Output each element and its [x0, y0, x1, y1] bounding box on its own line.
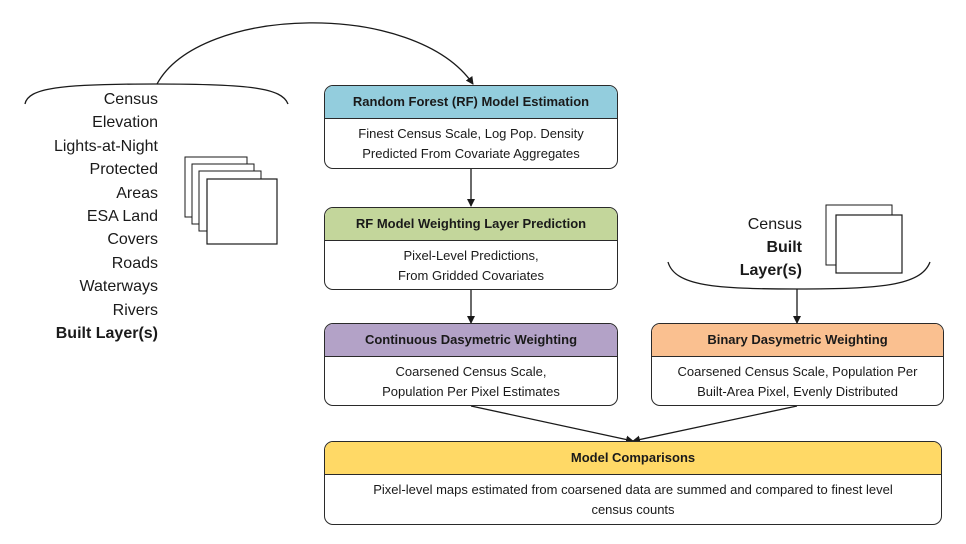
input-item: Lights-at-Night: [53, 137, 158, 155]
input-item-built-layers: Built Layer(s): [55, 325, 158, 343]
rf-estimation-line1: Finest Census Scale, Log Pop. Density: [358, 126, 584, 141]
input-item: ESA Land: [86, 208, 158, 226]
continuous-dasymetric-title: Continuous Dasymetric Weighting: [325, 324, 617, 357]
rf-weighting-line1: Pixel-Level Predictions,: [403, 248, 539, 263]
rf-estimation-title: Random Forest (RF) Model Estimation: [325, 86, 617, 119]
census-built-layers-label: Census Built Layer(s): [720, 213, 802, 282]
model-comparisons-line1: Pixel-level maps estimated from coarsene…: [373, 482, 893, 497]
rf-weighting-title: RF Model Weighting Layer Prediction: [325, 208, 617, 241]
rf-weighting-line2: From Gridded Covariates: [398, 268, 544, 283]
continuous-dasymetric-box: Continuous Dasymetric Weighting Coarsene…: [324, 323, 618, 406]
binary-dasymetric-line1: Coarsened Census Scale, Population Per: [677, 364, 918, 379]
layers-icon-left: [184, 156, 278, 245]
input-item: Protected: [89, 161, 158, 179]
binary-dasymetric-title: Binary Dasymetric Weighting: [652, 324, 943, 357]
model-comparisons-title: Model Comparisons: [325, 442, 941, 475]
input-item: Rivers: [112, 301, 158, 319]
arc-arrow-to-rf-estimation: [156, 22, 474, 85]
binary-dasymetric-line2: Built-Area Pixel, Evenly Distributed: [697, 384, 898, 399]
rf-weighting-box: RF Model Weighting Layer Prediction Pixe…: [324, 207, 618, 290]
binary-dasymetric-box: Binary Dasymetric Weighting Coarsened Ce…: [651, 323, 944, 406]
input-item: Elevation: [92, 114, 158, 132]
arrow-continuous-to-comparisons: [470, 405, 634, 444]
rf-estimation-box: Random Forest (RF) Model Estimation Fine…: [324, 85, 618, 169]
model-comparisons-line2: census counts: [591, 502, 675, 517]
input-item: Roads: [111, 254, 158, 272]
rf-estimation-line2: Predicted From Covariate Aggregates: [362, 146, 580, 161]
arrow-binary-to-comparisons: [632, 405, 798, 444]
input-item: Waterways: [79, 278, 158, 296]
continuous-dasymetric-line1: Coarsened Census Scale,: [395, 364, 547, 379]
census-label: Census: [747, 216, 802, 233]
model-comparisons-box: Model Comparisons Pixel-level maps estim…: [324, 441, 942, 525]
built-layers-label: Built Layer(s): [739, 239, 802, 279]
layers-icon-right: [825, 204, 903, 274]
input-item: Covers: [107, 231, 158, 249]
input-item: Census: [103, 91, 158, 108]
input-item: Areas: [116, 184, 158, 202]
input-covariate-list: Census Elevation Lights-at-Night Protect…: [20, 88, 158, 345]
continuous-dasymetric-line2: Population Per Pixel Estimates: [382, 384, 560, 399]
left-input-brace: [24, 83, 289, 105]
